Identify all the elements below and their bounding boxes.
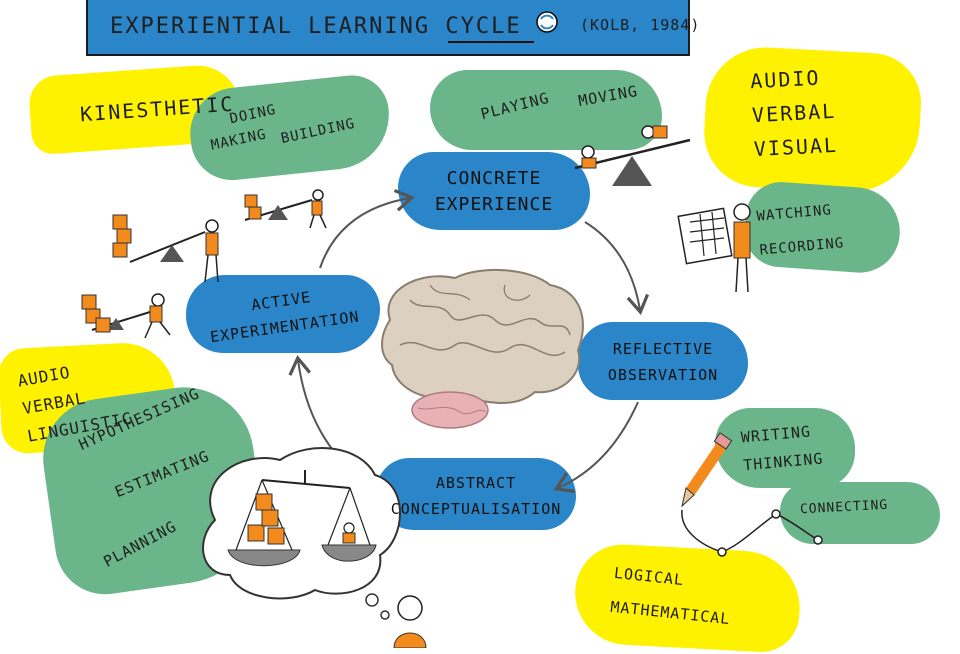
concrete-blob bbox=[398, 152, 590, 230]
seesaw-blocks-icon bbox=[112, 214, 219, 283]
brain-icon bbox=[381, 269, 584, 429]
cycle-arrow-reflective-to-abstract bbox=[553, 401, 639, 494]
style-audio-verbal-visual: AUDIO VERBAL VISUAL bbox=[749, 60, 839, 166]
push-blocks-icon bbox=[81, 293, 171, 339]
activity-writing-thinking: WRITING THINKING bbox=[740, 417, 825, 480]
active-blob bbox=[186, 275, 380, 353]
style-audio-line: AUDIO bbox=[749, 65, 822, 94]
style-logical-mathematical: LOGICAL MATHEMATICAL bbox=[609, 556, 736, 636]
thought-bubble-icon bbox=[202, 447, 401, 620]
title-banner bbox=[86, 0, 690, 56]
connecting-blob bbox=[780, 482, 940, 544]
clipboard-watcher-icon bbox=[677, 203, 751, 293]
abstract-blob bbox=[376, 458, 576, 530]
balance-scale-icon bbox=[227, 470, 377, 567]
stage-concrete-experience: CONCRETE EXPERIENCE bbox=[406, 166, 582, 218]
activity-watching-recording: WATCHING RECORDING bbox=[755, 192, 845, 267]
stage-concrete-line1: CONCRETE bbox=[446, 168, 542, 189]
thinker-figure-icon bbox=[393, 595, 427, 648]
pencil-icon bbox=[681, 432, 733, 508]
page-title: EXPERIENTIAL LEARNING CYCLE bbox=[110, 14, 522, 39]
connecting-dots-icon bbox=[681, 509, 823, 557]
stage-reflective-observation: REFLECTIVE OBSERVATION bbox=[582, 336, 744, 388]
writing-blob bbox=[715, 408, 855, 488]
style-verbal-line: VERBAL bbox=[751, 98, 837, 128]
stage-reflective-line1: REFLECTIVE bbox=[612, 340, 714, 358]
style-visual-line: VISUAL bbox=[753, 132, 839, 162]
playing-seesaw-icon bbox=[574, 125, 691, 186]
refresh-cycle-icon bbox=[536, 11, 558, 33]
seesaw-small-icon bbox=[244, 189, 327, 229]
cycle-arrow-concrete-to-reflective bbox=[584, 221, 650, 315]
stage-concrete-line2: EXPERIENCE bbox=[434, 194, 554, 215]
reflective-blob bbox=[578, 322, 748, 400]
stage-reflective-line2: OBSERVATION bbox=[607, 366, 719, 384]
stage-abstract-line2: CONCEPTUALISATION bbox=[390, 500, 562, 518]
playing-blob bbox=[430, 70, 662, 150]
stage-abstract-line1: ABSTRACT bbox=[435, 474, 517, 492]
stage-abstract-conceptualisation: ABSTRACT CONCEPTUALISATION bbox=[378, 470, 574, 522]
cycle-arrow-active-to-concrete bbox=[319, 189, 415, 269]
activity-connecting: CONNECTING bbox=[799, 497, 889, 518]
title-citation: (KOLB, 1984) bbox=[580, 16, 701, 34]
